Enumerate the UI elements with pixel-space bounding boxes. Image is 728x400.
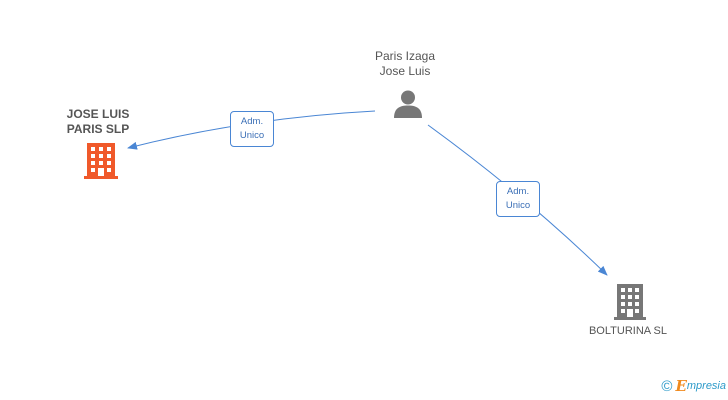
edge-role-line2: Unico [505,200,531,211]
person-name-label[interactable]: Paris Izaga Jose Luis [345,49,465,79]
building-icon[interactable] [614,284,646,320]
person-name-line2: Jose Luis [379,64,431,78]
building-icon[interactable] [84,143,118,179]
brand-logo-letter: E [675,377,687,395]
company-main-name-line2: PARIS SLP [66,122,130,136]
edge-role-label[interactable]: Adm. Unico [496,181,540,217]
edge-role-line1: Adm. [240,116,264,127]
company-other-name-label[interactable]: BOLTURINA SL [588,325,668,337]
person-name-line1: Paris Izaga [374,49,436,63]
company-main-name-line1: JOSE LUIS [66,107,130,121]
brand-name: mpresia [686,380,726,392]
empresia-logo[interactable]: © E mpresia [661,377,726,395]
edge-role-line1: Adm. [506,186,530,197]
company-main-name-label[interactable]: JOSE LUIS PARIS SLP [48,107,148,137]
copyright-icon: © [661,377,673,395]
person-icon[interactable] [392,88,424,120]
edge-role-line2: Unico [239,130,265,141]
edge-role-label[interactable]: Adm. Unico [230,111,274,147]
